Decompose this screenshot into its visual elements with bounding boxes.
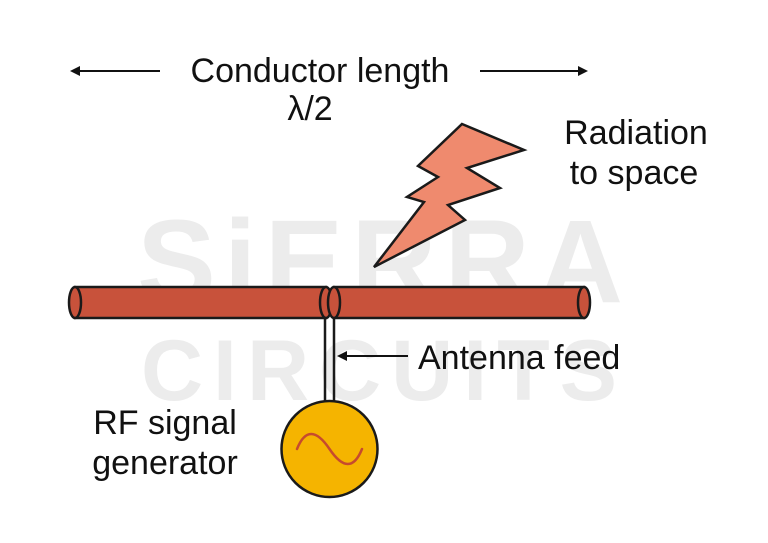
left-conductor-body	[73, 285, 328, 320]
dipole-conductors	[67, 285, 592, 320]
feed-lines	[323, 318, 336, 402]
antenna-feed-pointer: Antenna feed	[337, 339, 620, 377]
radiation-label-line1: Radiation	[564, 114, 708, 152]
generator-label-line1: RF signal	[93, 404, 237, 442]
generator-label-line2: generator	[92, 444, 238, 482]
right-conductor-end	[576, 285, 592, 320]
arrowhead-left-icon	[337, 351, 347, 361]
right-conductor-body	[332, 285, 586, 320]
watermark-line2: CIRCUITS	[141, 323, 627, 419]
right-conductor-inner-end	[326, 285, 342, 320]
antenna-feed-label: Antenna feed	[418, 339, 620, 377]
arrowhead-left-icon	[70, 66, 80, 76]
arrowhead-right-icon	[578, 66, 588, 76]
wavelength-label: λ/2	[287, 90, 332, 128]
left-conductor-end	[67, 285, 83, 320]
radiation-bolt-shape	[373, 122, 528, 269]
left-conductor	[67, 285, 334, 320]
radiation-label: Radiation to space	[564, 114, 708, 192]
right-conductor	[326, 285, 592, 320]
conductor-length-dimension: Conductor length λ/2	[70, 52, 588, 128]
lightning-bolt-icon	[373, 122, 528, 269]
generator-label: RF signal generator	[92, 404, 238, 482]
sine-wave-icon	[295, 432, 364, 466]
rf-generator	[280, 399, 379, 499]
radiation-label-line2: to space	[570, 154, 699, 192]
conductor-length-label: Conductor length	[191, 52, 450, 90]
